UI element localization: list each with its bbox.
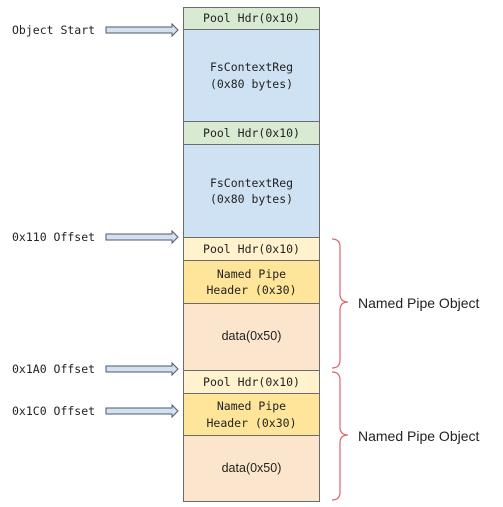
named-pipe-header-block: Named Pipe Header (0x30) bbox=[183, 393, 320, 436]
block-label: Pool Hdr(0x10) bbox=[203, 125, 300, 140]
data-block: data(0x50) bbox=[183, 303, 320, 371]
block-label: Pool Hdr(0x10) bbox=[203, 374, 300, 389]
named-pipe-object-label: Named Pipe Object bbox=[358, 428, 480, 444]
arrow-object-start bbox=[105, 22, 179, 38]
pool-header-block: Pool Hdr(0x10) bbox=[183, 121, 320, 145]
block-label: Named Pipe Header (0x30) bbox=[206, 266, 297, 297]
brace-named-pipe-object-1 bbox=[331, 238, 349, 369]
brace-named-pipe-object-2 bbox=[331, 371, 349, 501]
data-block: data(0x50) bbox=[183, 435, 320, 502]
arrow-0x110 bbox=[105, 229, 179, 245]
block-label: Pool Hdr(0x10) bbox=[203, 241, 300, 256]
block-label: FsContextReg (0x80 bytes) bbox=[209, 175, 294, 206]
named-pipe-header-block: Named Pipe Header (0x30) bbox=[183, 260, 320, 304]
block-label: data(0x50) bbox=[221, 329, 282, 344]
offset-label-object-start: Object Start bbox=[12, 23, 96, 37]
fs-context-reg-block: FsContextReg (0x80 bytes) bbox=[183, 29, 320, 122]
block-label: FsContextReg (0x80 bytes) bbox=[209, 60, 294, 91]
offset-label-0x1c0: 0x1C0 Offset bbox=[12, 404, 96, 418]
pool-header-block: Pool Hdr(0x10) bbox=[183, 237, 320, 261]
offset-label-0x110: 0x110 Offset bbox=[12, 230, 96, 244]
arrow-0x1c0 bbox=[105, 403, 179, 419]
block-label: data(0x50) bbox=[221, 460, 282, 475]
block-label: Pool Hdr(0x10) bbox=[203, 11, 300, 26]
arrow-0x1a0 bbox=[105, 361, 179, 377]
offset-label-0x1a0: 0x1A0 Offset bbox=[12, 362, 96, 376]
fs-context-reg-block: FsContextReg (0x80 bytes) bbox=[183, 144, 320, 238]
block-label: Named Pipe Header (0x30) bbox=[206, 399, 297, 430]
named-pipe-object-label: Named Pipe Object bbox=[358, 295, 480, 311]
